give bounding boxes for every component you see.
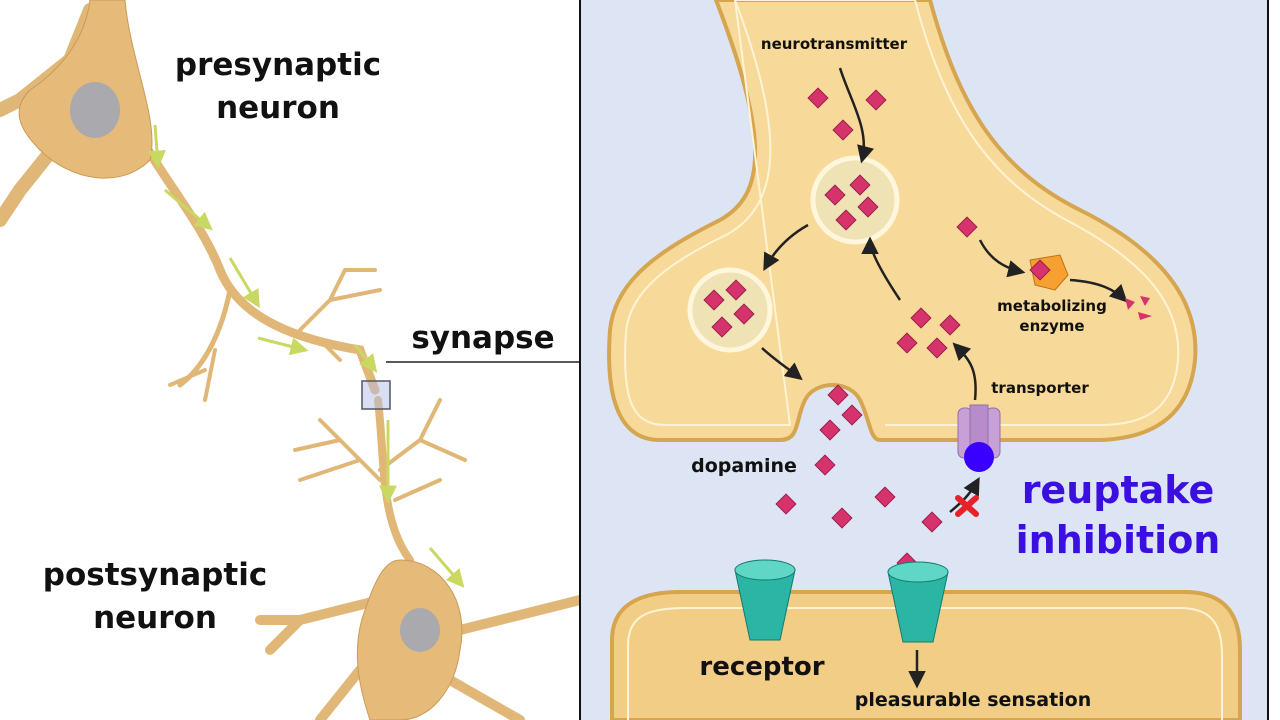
inhibitor-drug-icon [964, 442, 994, 472]
vesicle-left [687, 267, 773, 353]
synapse-label: synapse [411, 320, 554, 356]
reuptake-inhibition-title: reuptake [1022, 468, 1215, 512]
receptor-right [887, 561, 949, 643]
signal-arrows [147, 124, 465, 588]
reuptake-inhibition-title-2: inhibition [1016, 518, 1221, 562]
neurotransmitter-label: neurotransmitter [761, 35, 908, 53]
metabolizing-enzyme-label-2: enzyme [1019, 317, 1084, 335]
receptor-left [734, 559, 796, 641]
presynaptic-label: presynaptic [175, 47, 381, 83]
postsynaptic-neuron [255, 396, 585, 720]
blocked-x-icon [955, 495, 979, 517]
metabolizing-enzyme-label: metabolizing [997, 297, 1107, 315]
presynaptic-nucleus [70, 82, 120, 138]
synapse-highlight-box [361, 380, 391, 410]
postsynaptic-nucleus [400, 608, 440, 652]
transporter-label: transporter [991, 379, 1089, 397]
receptor-label: receptor [699, 652, 824, 682]
presynaptic-label-2: neuron [216, 90, 340, 126]
left-panel: presynaptic neuron synapse postsynaptic … [0, 0, 585, 720]
vesicle-top [810, 155, 900, 245]
pleasurable-sensation-label: pleasurable sensation [855, 689, 1092, 711]
postsynaptic-label: postsynaptic [43, 557, 267, 593]
postsynaptic-label-2: neuron [93, 600, 217, 636]
metabolizing-enzyme [1029, 254, 1152, 320]
dopamine-label: dopamine [691, 455, 797, 477]
right-panel: neurotransmitter metabolizing enzyme tra… [581, 0, 1269, 720]
pathway-arrows [761, 67, 1128, 689]
